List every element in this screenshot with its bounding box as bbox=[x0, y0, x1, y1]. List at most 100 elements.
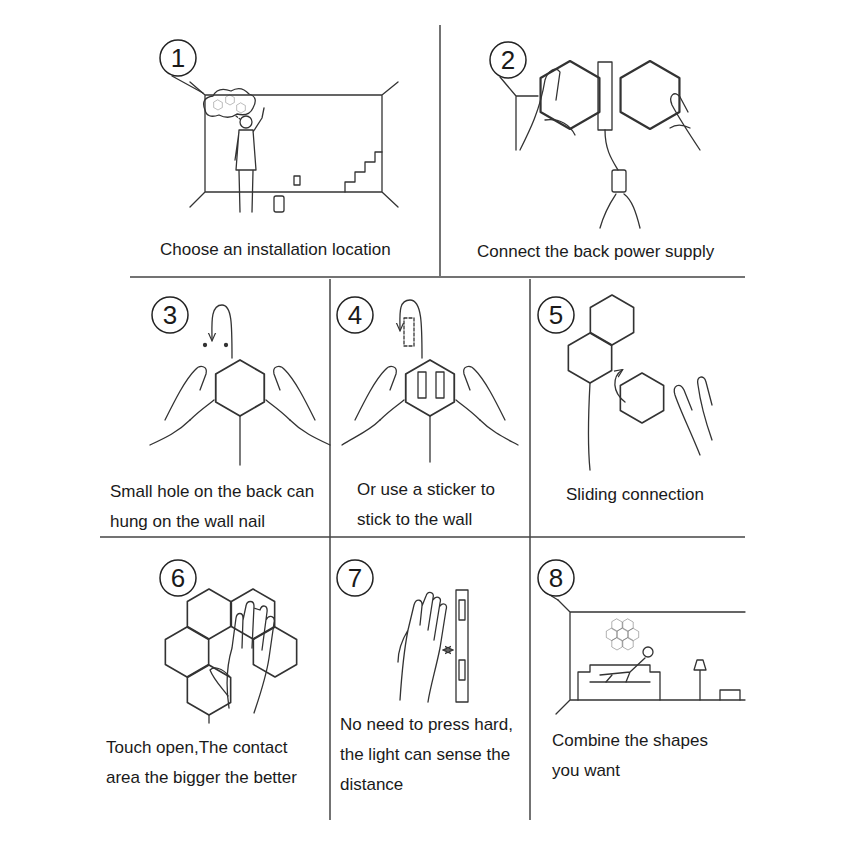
power-connection-illustration bbox=[605, 130, 618, 170]
touch-illustration bbox=[165, 589, 296, 723]
proximity-illustration bbox=[444, 649, 452, 650]
step-panel: No need to press hard, the light can sen… bbox=[330, 537, 530, 820]
leader-lines bbox=[172, 76, 203, 93]
living-room-illustration bbox=[578, 665, 660, 700]
step-number-circle: 7 bbox=[336, 559, 374, 597]
circle-outline bbox=[160, 560, 196, 596]
power-connection-illustration bbox=[520, 61, 700, 228]
step-caption: Touch open,The contact area the bigger t… bbox=[106, 733, 321, 793]
power-connection-illustration bbox=[598, 62, 612, 130]
wall-nail-illustration bbox=[165, 367, 214, 420]
step-number-circle: 2 bbox=[489, 41, 527, 79]
living-room-illustration bbox=[612, 619, 622, 631]
step-number: 3 bbox=[163, 302, 177, 328]
step-number-circle: 8 bbox=[537, 559, 575, 597]
room-illustration bbox=[237, 103, 246, 113]
proximity-illustration bbox=[398, 592, 446, 702]
step-panel: Or use a sticker to stick to the wall 4 bbox=[330, 277, 530, 537]
room-illustration bbox=[204, 89, 256, 118]
step-caption: Connect the back power supply bbox=[477, 237, 714, 267]
room-illustration bbox=[226, 95, 235, 105]
step-caption: Small hole on the back can hung on the w… bbox=[110, 477, 325, 537]
room-illustration bbox=[214, 100, 223, 110]
circle-outline bbox=[160, 40, 196, 76]
power-connection-illustration bbox=[612, 170, 626, 192]
living-room-illustration bbox=[556, 600, 745, 714]
living-room-illustration bbox=[623, 619, 633, 631]
sticker-illustration bbox=[406, 360, 454, 416]
step-caption: Sliding connection bbox=[566, 480, 704, 510]
step-caption: Combine the shapes you want bbox=[552, 726, 732, 786]
room-illustration bbox=[236, 116, 240, 119]
circle-outline bbox=[152, 297, 188, 333]
sticker-illustration bbox=[355, 367, 404, 420]
sliding-connection-illustration bbox=[589, 383, 591, 470]
power-connection-illustration bbox=[520, 69, 575, 150]
grid-lines bbox=[439, 25, 441, 276]
sticker-illustration bbox=[456, 367, 505, 420]
step-number: 2 bbox=[501, 47, 515, 73]
step-panel: Connect the back power supply 2 bbox=[440, 20, 745, 277]
proximity-illustration bbox=[398, 590, 468, 702]
step-panel: Touch open,The contact area the bigger t… bbox=[100, 537, 330, 820]
grid-lines bbox=[529, 279, 531, 820]
step-caption: Choose an installation location bbox=[160, 235, 391, 265]
step-number-circle: 3 bbox=[151, 296, 189, 334]
sticker-illustration bbox=[429, 416, 430, 462]
sliding-connection-illustration bbox=[674, 377, 712, 455]
step-caption: No need to press hard, the light can sen… bbox=[340, 710, 535, 800]
circle-outline bbox=[337, 297, 373, 333]
circle-outline bbox=[490, 42, 526, 78]
room-illustration bbox=[345, 152, 382, 192]
sticker-illustration bbox=[418, 372, 426, 398]
sticker-illustration bbox=[436, 372, 444, 398]
proximity-illustration bbox=[459, 600, 465, 620]
wall-nail-illustration bbox=[266, 367, 315, 420]
room-illustration bbox=[240, 116, 252, 128]
room-illustration bbox=[235, 108, 264, 212]
power-connection-illustration bbox=[600, 194, 640, 228]
room-illustration bbox=[190, 82, 398, 212]
sliding-connection-illustration bbox=[615, 370, 625, 402]
touch-illustration bbox=[227, 602, 274, 714]
circle-outline bbox=[337, 560, 373, 596]
wall-nail-illustration bbox=[204, 344, 207, 347]
touch-illustration bbox=[253, 627, 296, 677]
step-number-circle: 5 bbox=[537, 296, 575, 334]
touch-illustration bbox=[187, 665, 230, 715]
wall-nail-illustration bbox=[239, 416, 240, 465]
power-connection-illustration bbox=[621, 61, 680, 129]
step-panel: Small hole on the back can hung on the w… bbox=[100, 277, 330, 537]
sliding-connection-illustration bbox=[590, 295, 633, 345]
living-room-illustration bbox=[612, 638, 622, 650]
sticker-illustration bbox=[400, 300, 422, 358]
room-illustration bbox=[294, 176, 300, 185]
step-number: 4 bbox=[348, 302, 362, 328]
step-number-circle: 1 bbox=[159, 39, 197, 77]
step-number-circle: 4 bbox=[336, 296, 374, 334]
wall-nail-illustration bbox=[216, 360, 264, 416]
wall-nail-illustration bbox=[212, 305, 232, 358]
proximity-illustration bbox=[459, 660, 465, 680]
step-panel: Combine the shapes you want 8 bbox=[530, 537, 745, 820]
living-room-illustration bbox=[556, 600, 745, 714]
step-panel: Choose an installation location 1 bbox=[130, 20, 440, 277]
room-illustration bbox=[274, 196, 284, 212]
circle-outline bbox=[538, 297, 574, 333]
touch-illustration bbox=[210, 668, 229, 696]
living-room-illustration bbox=[628, 629, 638, 641]
room-illustration bbox=[190, 82, 398, 207]
grid-lines bbox=[100, 536, 745, 538]
living-room-illustration bbox=[606, 629, 616, 641]
step-panel: Sliding connection 5 bbox=[530, 277, 745, 537]
step-caption: Or use a sticker to stick to the wall bbox=[357, 475, 522, 535]
living-room-illustration bbox=[720, 690, 740, 700]
living-room-illustration bbox=[617, 629, 627, 641]
touch-illustration bbox=[208, 715, 209, 723]
step-number-circle: 6 bbox=[159, 559, 197, 597]
living-room-illustration bbox=[694, 660, 706, 700]
step-number: 6 bbox=[171, 565, 185, 591]
touch-illustration bbox=[210, 602, 274, 714]
step-number: 5 bbox=[549, 302, 563, 328]
